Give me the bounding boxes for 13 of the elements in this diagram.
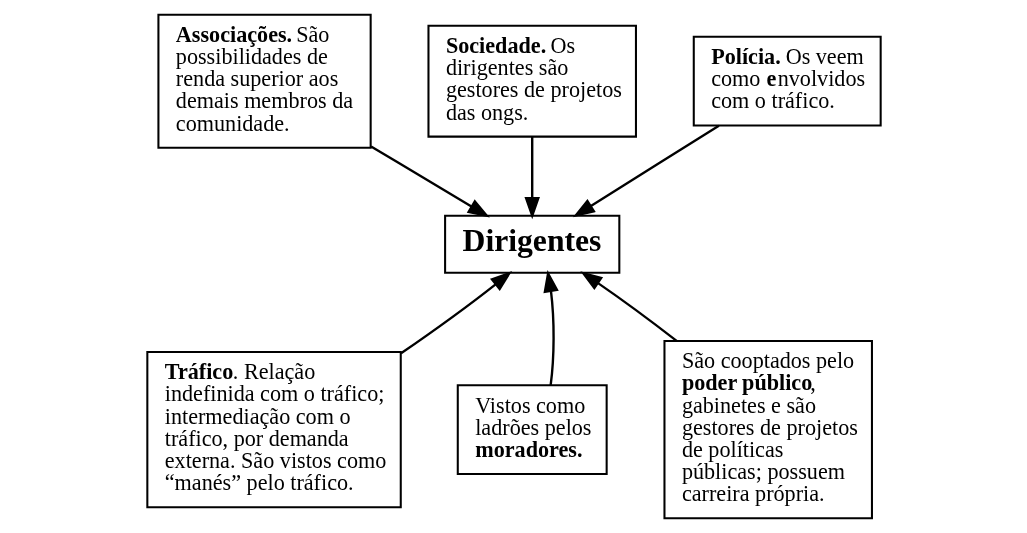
node-box: Associações. São possibilidades de renda superior aos demais membros da comunidade. [156, 13, 372, 149]
node-box: São cooptados pelo poder público, gabinetes e são gestores de projetos de políticas públicas; possuem carreira própria. [662, 339, 873, 520]
node-box: Vistos como ladrões pelos moradores. [456, 384, 608, 475]
arrow [523, 136, 540, 220]
arrow [399, 270, 512, 355]
node-box: Sociedade. Os dirigentes são gestores de projetos das ongs. [426, 24, 637, 138]
node-box: Polícia. Os veem como envolvidos com o tráfico. [692, 35, 882, 127]
arrow [542, 270, 559, 386]
arrow [579, 271, 677, 342]
arrow [572, 124, 719, 218]
node-box: Tráfico. Relação indefinida com o tráfico; intermediação com o tráfico, por demanda externa. São vistos como “manés” pelo tráfico. [145, 351, 402, 509]
arrow [370, 145, 490, 218]
node-box: Dirigentes [443, 214, 620, 274]
